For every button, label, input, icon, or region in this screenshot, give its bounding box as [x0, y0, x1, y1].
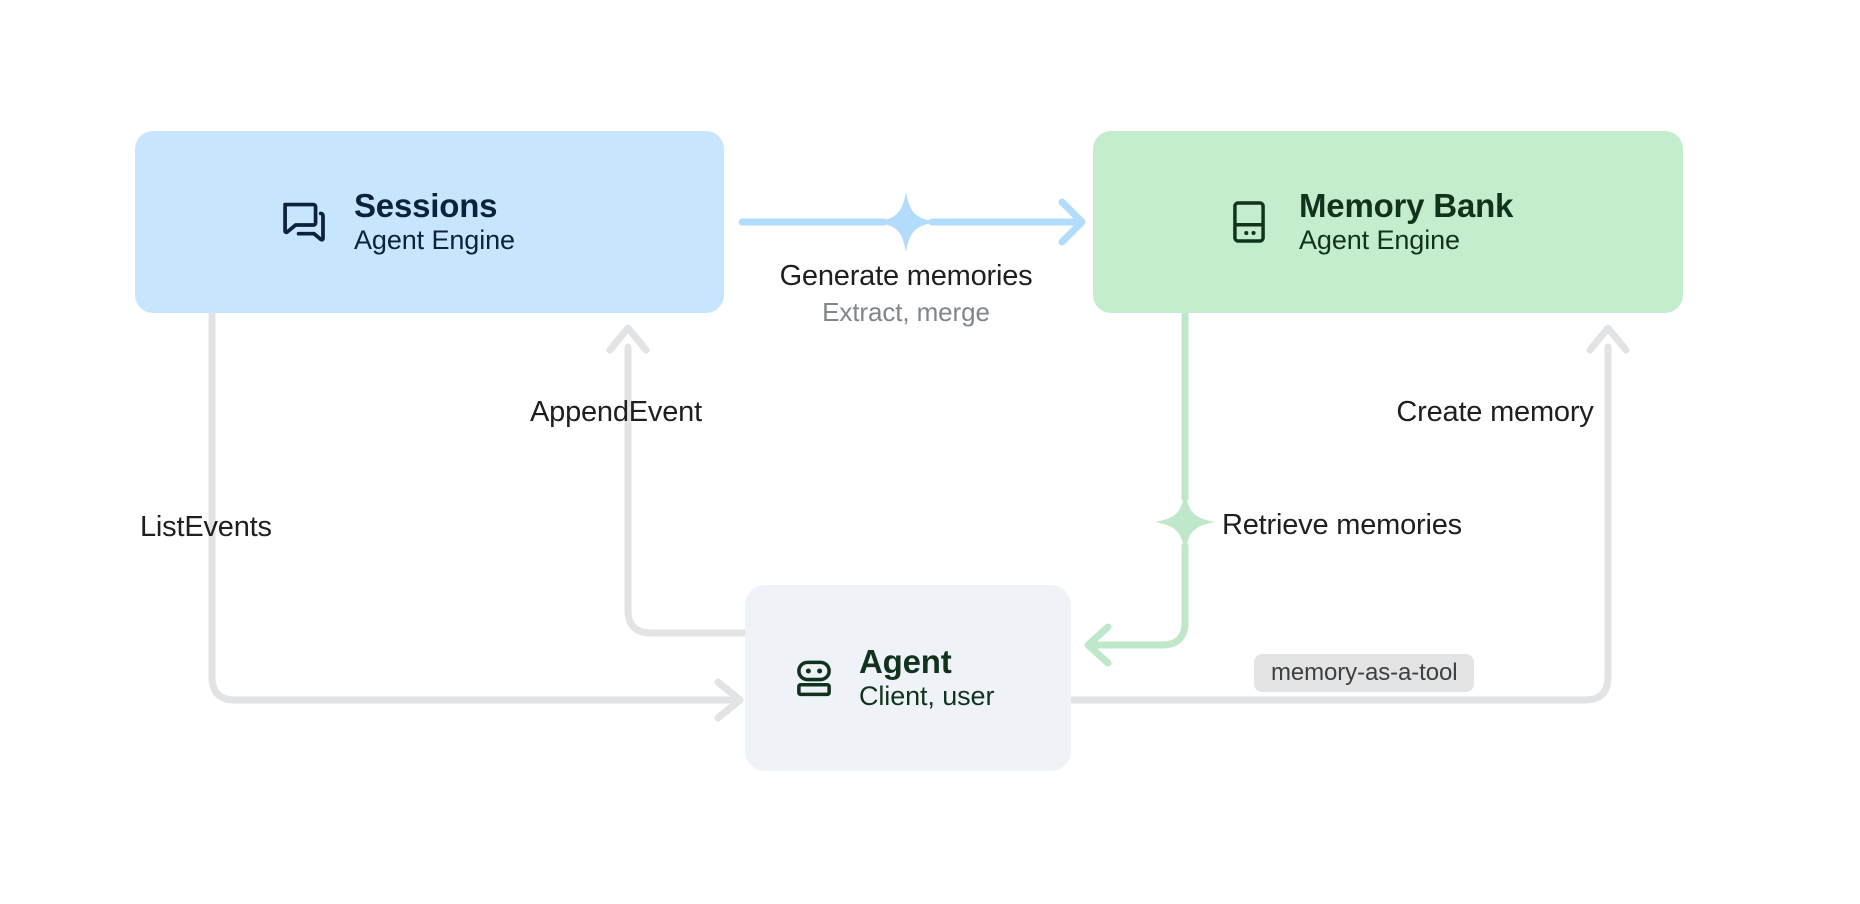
edge-label-generate-memories-main: Generate memories	[779, 260, 1033, 292]
node-agent-title: Agent	[859, 643, 952, 680]
sparkle-icon	[876, 192, 936, 252]
edge-label-list-events: ListEvents	[140, 511, 272, 543]
edge-label-generate-memories: Generate memories Extract, merge	[780, 259, 1033, 328]
node-sessions[interactable]: Sessions Agent Engine	[135, 131, 724, 313]
node-memory-bank[interactable]: Memory Bank Agent Engine	[1093, 131, 1683, 313]
edge-append-event	[606, 324, 749, 637]
sparkle-icon	[1155, 492, 1215, 552]
edge-retrieve-memories	[1084, 309, 1215, 667]
node-sessions-subtitle: Agent Engine	[354, 224, 515, 255]
edge-label-append-event: AppendEvent	[530, 396, 702, 428]
node-memory-bank-title: Memory Bank	[1299, 187, 1514, 224]
edge-label-generate-memories-sub: Extract, merge	[822, 297, 990, 328]
node-agent[interactable]: Agent Client, user	[745, 585, 1071, 771]
database-icon	[1223, 196, 1275, 248]
badge-memory-as-a-tool: memory-as-a-tool	[1254, 654, 1475, 692]
edge-label-create-memory: Create memory	[1396, 396, 1594, 428]
edge-generate-memories	[738, 192, 1086, 252]
edge-list-events	[208, 309, 744, 722]
edge-label-retrieve-memories: Retrieve memories	[1222, 509, 1462, 541]
robot-icon	[789, 653, 839, 703]
forum-icon	[278, 195, 332, 249]
node-sessions-title: Sessions	[354, 187, 498, 224]
node-memory-bank-subtitle: Agent Engine	[1299, 224, 1460, 255]
node-agent-subtitle: Client, user	[859, 680, 995, 711]
